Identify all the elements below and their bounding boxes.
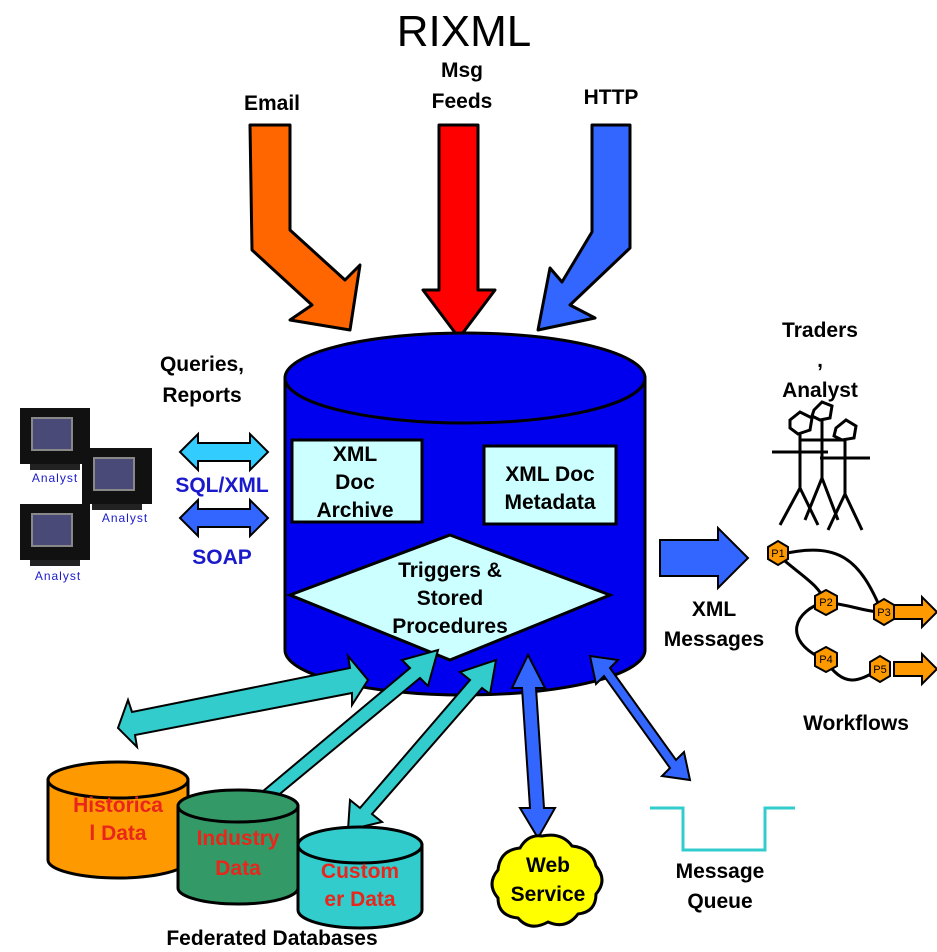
traders-line1: Traders: [782, 319, 858, 342]
federated-databases-label: Federated Databases: [166, 927, 377, 950]
workflows-label: Workflows: [803, 712, 909, 735]
msg-feeds-label-line2: Feeds: [432, 90, 493, 113]
historical-line1: Historica: [73, 794, 163, 817]
triggers-diamond: [285, 533, 615, 662]
xml-doc-metadata-box: [482, 444, 618, 526]
archive-line2: Doc: [335, 471, 375, 494]
xml-messages-line1: XML: [692, 598, 737, 621]
queries-line1: Queries,: [160, 353, 244, 376]
svg-text:P1: P1: [771, 548, 784, 560]
analyst-label-1: Analyst: [32, 471, 78, 485]
workflow-node-p5: P5: [869, 654, 891, 684]
message-queue-line2: Queue: [687, 890, 752, 913]
workflow-node-p3: P3: [873, 597, 895, 627]
customer-data-cylinder: [296, 825, 424, 930]
analyst-label-2: Analyst: [102, 511, 148, 525]
analyst-label-3: Analyst: [35, 569, 81, 583]
soap-arrow: [178, 497, 270, 539]
email-arrow: [248, 123, 362, 332]
queries-line2: Reports: [162, 384, 241, 407]
svg-text:P3: P3: [877, 607, 890, 619]
trig-line3: Procedures: [392, 615, 508, 638]
soap-label: SOAP: [192, 546, 252, 569]
industry-line1: Industry: [197, 827, 280, 850]
meta-line2: Metadata: [504, 491, 595, 514]
svg-text:P5: P5: [873, 664, 886, 676]
customer-line1: Custom: [321, 860, 399, 883]
analyst-monitor-2: [82, 448, 152, 510]
historical-data-cylinder: [46, 760, 190, 880]
traders-line3: Analyst: [782, 379, 858, 402]
http-label: HTTP: [584, 86, 639, 109]
email-label: Email: [244, 92, 300, 115]
industry-line2: Data: [215, 857, 261, 880]
workflow-node-p4: P4: [814, 645, 838, 674]
archive-line1: XML: [333, 443, 378, 466]
sql-xml-arrow: [178, 431, 270, 473]
message-queue-shape: [650, 806, 795, 852]
http-arrow: [536, 123, 632, 332]
xml-messages-arrow: [659, 525, 750, 591]
trader-figures: [772, 400, 870, 531]
sql-xml-label: SQL/XML: [175, 474, 269, 497]
meta-line1: XML Doc: [505, 463, 595, 486]
historical-line2: l Data: [89, 822, 147, 845]
trig-line1: Triggers &: [398, 559, 502, 582]
traders-line2: ,: [817, 349, 823, 372]
web-service-line1: Web: [526, 854, 570, 877]
workflow-node-p1: P1: [767, 539, 789, 567]
trig-line2: Stored: [417, 587, 484, 610]
xml-messages-line2: Messages: [664, 628, 764, 651]
customer-line2: er Data: [324, 888, 396, 911]
svg-text:P2: P2: [819, 597, 832, 609]
archive-line3: Archive: [316, 499, 393, 522]
diagram-title: RIXML: [397, 7, 531, 56]
analyst-monitor-1: [20, 408, 90, 470]
web-service-shape: [490, 833, 604, 928]
web-service-line2: Service: [511, 883, 586, 906]
industry-data-cylinder: [176, 788, 300, 906]
workflow-node-p2: P2: [814, 588, 838, 617]
xml-doc-archive-box: [290, 438, 424, 524]
analyst-monitor-3: [20, 504, 90, 566]
federated-arrows: [116, 648, 498, 832]
workflow-output-arrows: [893, 594, 937, 687]
message-queue-line1: Message: [676, 860, 765, 883]
message-queue-arrow: [588, 654, 692, 782]
main-database-top: [283, 331, 647, 425]
svg-text:P4: P4: [819, 654, 832, 666]
msg-feeds-arrow: [421, 123, 497, 340]
msg-feeds-label-line1: Msg: [441, 59, 483, 82]
